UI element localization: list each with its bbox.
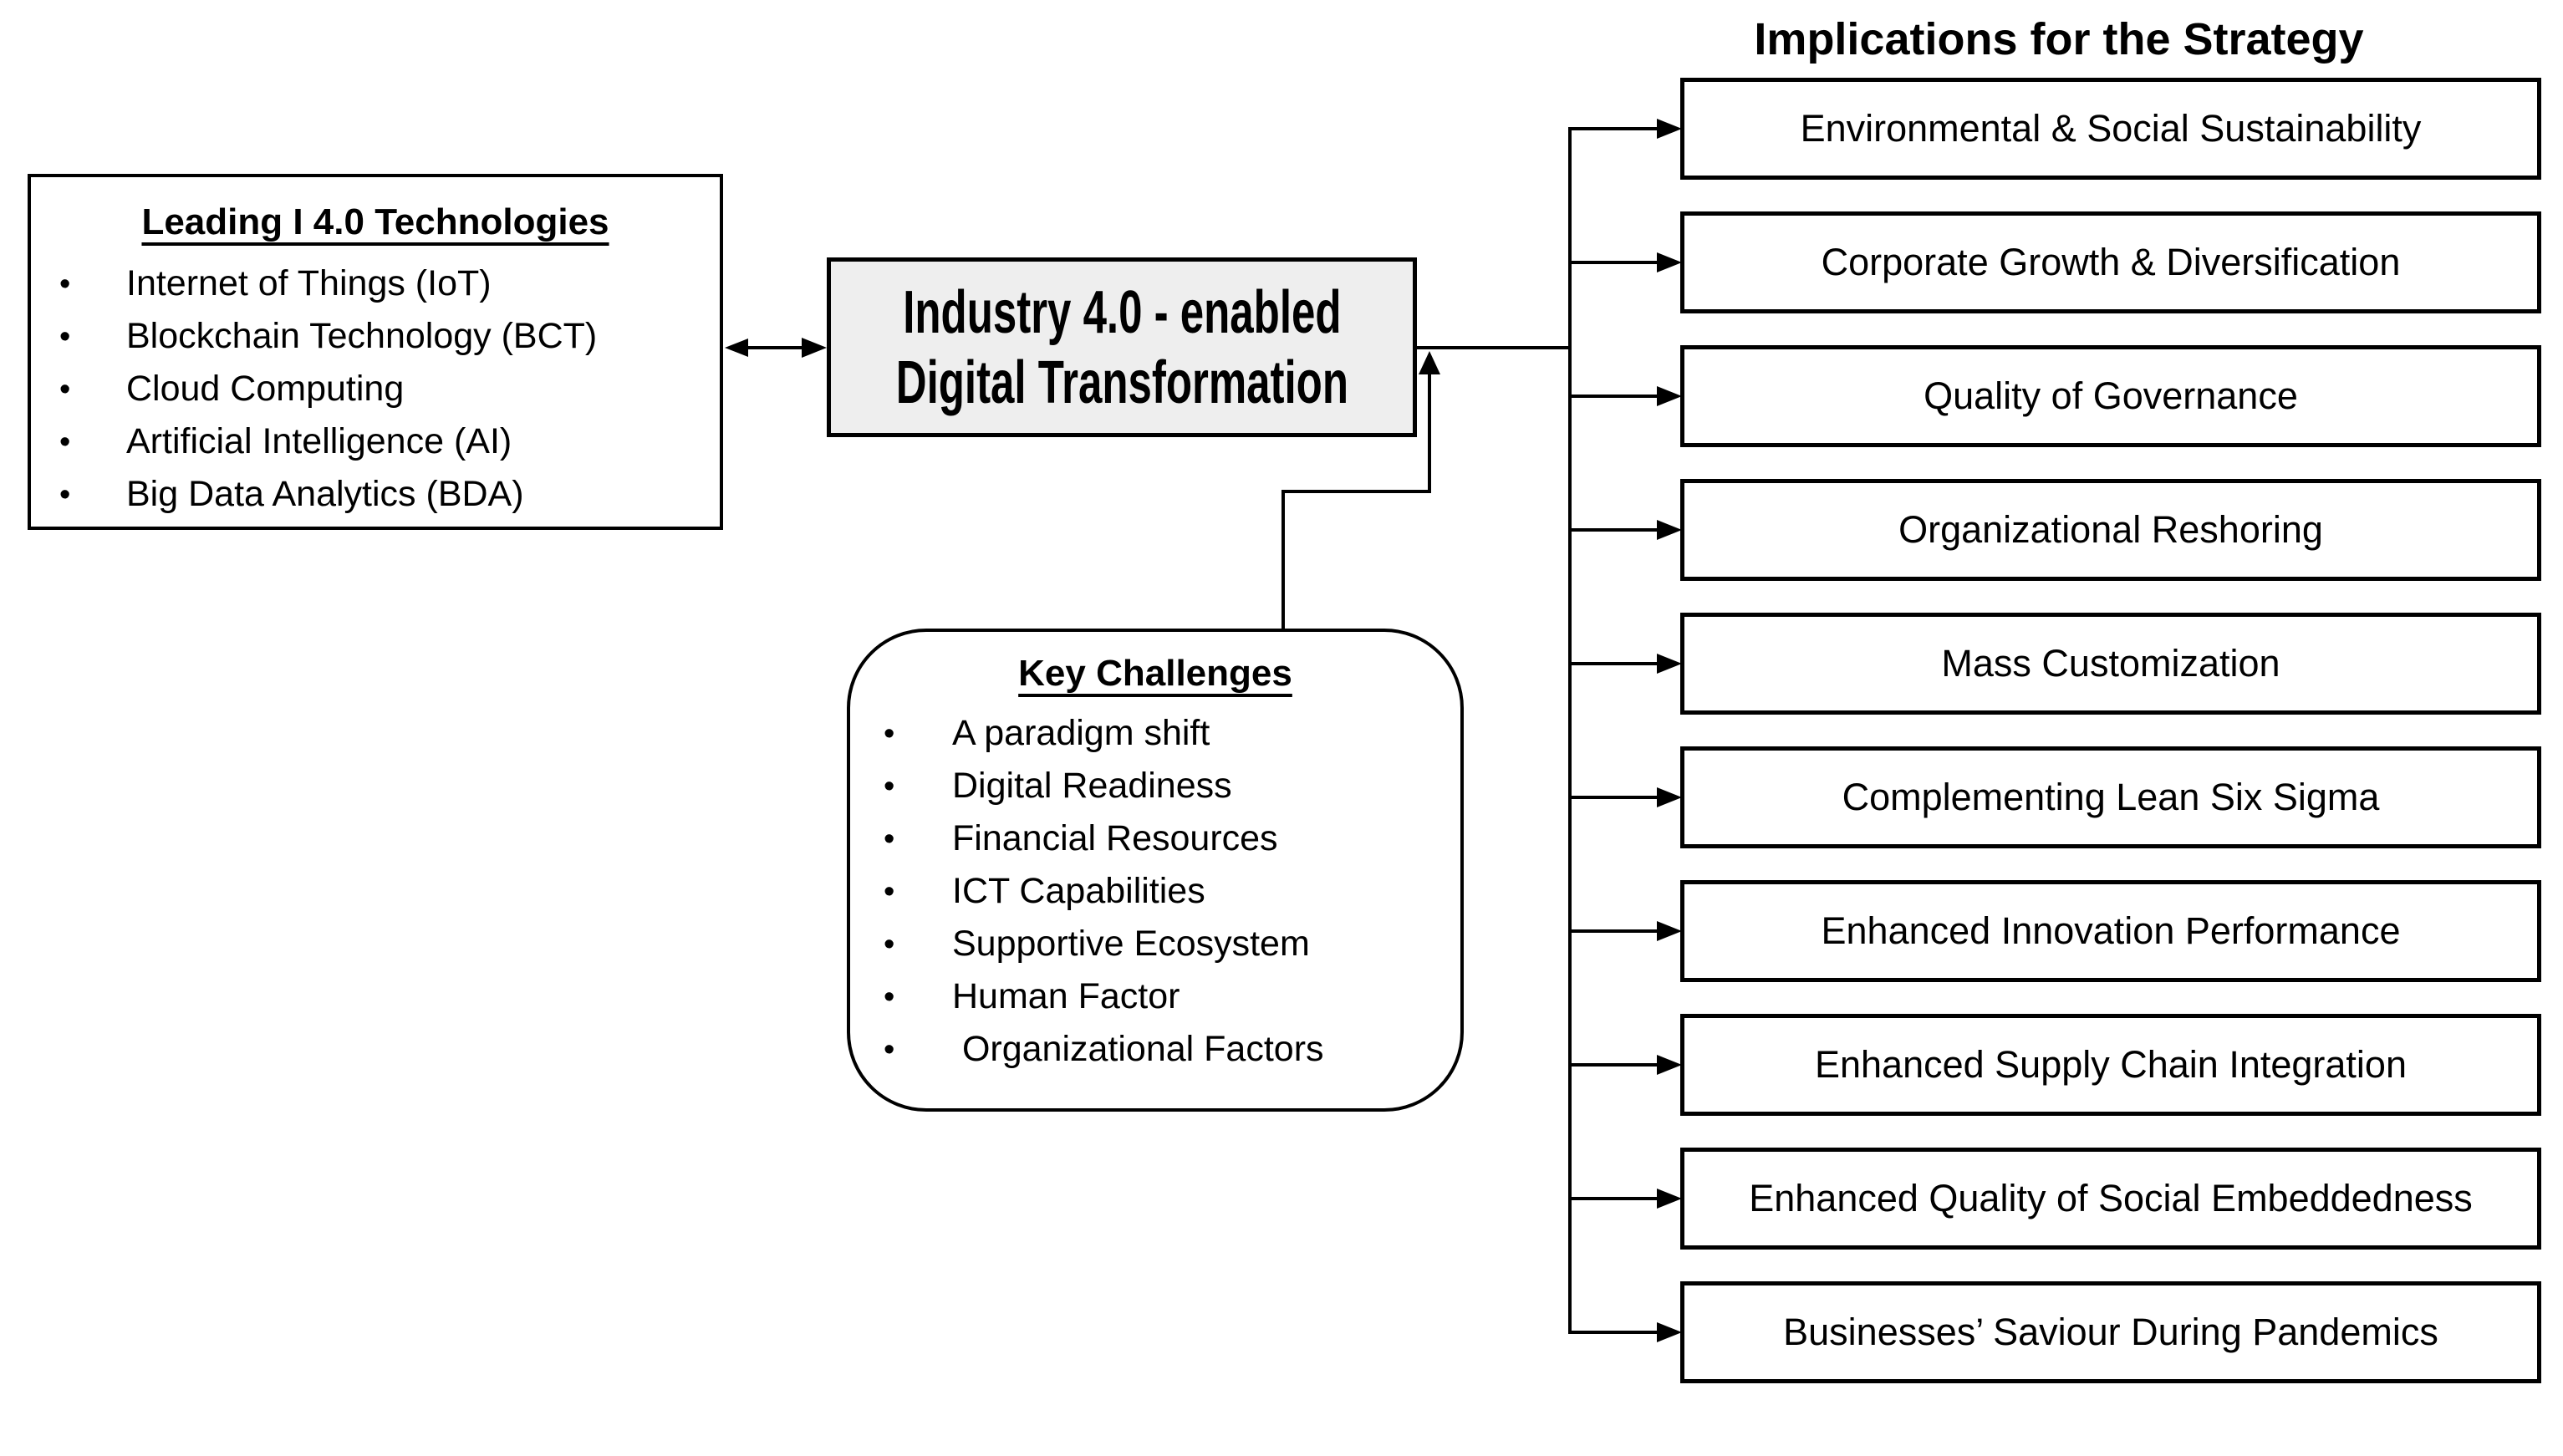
bullet-icon: • [884,821,895,857]
implication-box-quality-of-governance: Quality of Governance [1680,345,2541,447]
implication-label: Businesses’ Saviour During Pandemics [1783,1311,2438,1353]
technology-item: • Cloud Computing [31,363,720,415]
arrowhead-implication-8 [1657,1055,1682,1075]
challenge-item-label: Financial Resources [952,818,1278,858]
core-to-spine-line [1414,346,1568,349]
challenge-item-label: ICT Capabilities [952,871,1205,911]
technology-item: • Internet of Things (IoT) [31,257,720,310]
implication-box-enhanced-supply-chain-integration: Enhanced Supply Chain Integration [1680,1014,2541,1116]
technology-item: • Big Data Analytics (BDA) [31,468,720,521]
digital-transformation-box: Industry 4.0 - enabled Digital Transform… [827,257,1417,437]
branch-line-1 [1568,127,1660,130]
challenge-item: • Financial Resources [850,812,1460,865]
branch-line-6 [1568,796,1660,799]
implication-label: Complementing Lean Six Sigma [1842,776,2380,818]
bullet-icon: • [884,715,895,751]
challenge-item-label: Digital Readiness [952,766,1232,806]
challenge-item-label: A paradigm shift [952,713,1210,753]
technologies-title-text: Leading I 4.0 Technologies [141,201,609,242]
technology-item-label: Artificial Intelligence (AI) [126,421,512,461]
bullet-icon: • [884,768,895,804]
technologies-list: • Internet of Things (IoT) • Blockchain Te… [31,257,720,521]
branch-line-9 [1568,1197,1660,1200]
technology-item-label: Internet of Things (IoT) [126,263,492,303]
arrowhead-implication-4 [1657,520,1682,540]
bullet-icon: • [59,371,71,407]
challenge-item-label: Organizational Factors [952,1029,1324,1069]
branch-line-10 [1568,1331,1660,1334]
arrowhead-implication-1 [1657,119,1682,139]
arrowhead-implication-3 [1657,386,1682,406]
implication-box-environmental-social-sustainability: Environmental & Social Sustainability [1680,78,2541,180]
branch-line-8 [1568,1063,1660,1067]
branch-line-7 [1568,929,1660,933]
challenge-item: • ICT Capabilities [850,865,1460,918]
implication-label: Enhanced Quality of Social Embeddedness [1749,1177,2473,1219]
bullet-icon: • [884,979,895,1015]
implications-title: Implications for the Strategy [1754,14,2364,64]
implication-label: Corporate Growth & Diversification [1821,241,2401,283]
challenges-elbow-vertical-lower [1282,490,1285,632]
technology-item: • Artificial Intelligence (AI) [31,415,720,468]
implication-box-organizational-reshoring: Organizational Reshoring [1680,479,2541,581]
implication-label: Organizational Reshoring [1898,508,2323,551]
implication-box-enhanced-quality-social-embeddedness: Enhanced Quality of Social Embeddedness [1680,1148,2541,1250]
bullet-icon: • [884,873,895,909]
technology-item-label: Blockchain Technology (BCT) [126,316,598,356]
challenge-item-label: Supportive Ecosystem [952,924,1310,964]
implication-label: Mass Customization [1941,642,2280,685]
spine-line [1568,127,1572,1334]
technologies-box: Leading I 4.0 Technologies • Internet of … [28,174,723,530]
bullet-icon: • [59,318,71,354]
implication-box-corporate-growth-diversification: Corporate Growth & Diversification [1680,211,2541,313]
challenges-elbow-vertical-upper [1428,374,1431,493]
arrowhead-right-core [802,338,827,358]
technology-item-label: Cloud Computing [126,369,405,409]
implication-box-enhanced-innovation-performance: Enhanced Innovation Performance [1680,880,2541,982]
arrowhead-left-technologies [725,339,748,357]
technology-item: • Blockchain Technology (BCT) [31,310,720,363]
implication-box-businesses-saviour-pandemics: Businesses’ Saviour During Pandemics [1680,1281,2541,1383]
arrowhead-implication-10 [1657,1322,1682,1342]
key-challenges-list: • A paradigm shift • Digital Readiness • Fi… [850,707,1460,1076]
bullet-icon: • [59,266,71,302]
arrowhead-implication-2 [1657,252,1682,272]
key-challenges-title-text: Key Challenges [1018,653,1292,694]
challenge-item: • Supportive Ecosystem [850,918,1460,970]
core-title-line1: Industry 4.0 - enabled [902,277,1342,346]
arrowhead-implication-7 [1657,921,1682,941]
arrowhead-implication-6 [1657,787,1682,807]
bullet-icon: • [59,424,71,460]
branch-line-4 [1568,528,1660,532]
bullet-icon: • [884,926,895,962]
arrowhead-implication-5 [1657,654,1682,674]
challenge-item: • Digital Readiness [850,760,1460,812]
bullet-icon: • [59,476,71,512]
implication-label: Quality of Governance [1924,374,2298,417]
key-challenges-title: Key Challenges [850,652,1460,695]
arrowhead-up-challenges [1419,351,1440,374]
bullet-icon: • [884,1031,895,1067]
key-challenges-box: Key Challenges • A paradigm shift • Digita… [847,629,1464,1112]
core-title-line2: Digital Transformation [895,348,1348,416]
challenge-item: • Organizational Factors [850,1023,1460,1076]
technology-item-label: Big Data Analytics (BDA) [126,474,524,514]
challenge-item: • A paradigm shift [850,707,1460,760]
branch-line-2 [1568,261,1660,264]
arrowhead-implication-9 [1657,1189,1682,1209]
double-arrow-line [745,346,806,349]
digital-transformation-label: Industry 4.0 - enabled Digital Transform… [895,277,1348,418]
implication-box-mass-customization: Mass Customization [1680,613,2541,715]
technologies-title: Leading I 4.0 Technologies [31,201,720,244]
implication-label: Environmental & Social Sustainability [1800,107,2422,150]
challenge-item-label: Human Factor [952,976,1180,1016]
implication-label: Enhanced Supply Chain Integration [1814,1043,2407,1086]
branch-line-3 [1568,395,1660,398]
challenges-elbow-horizontal [1282,490,1431,493]
challenge-item: • Human Factor [850,970,1460,1023]
implication-label: Enhanced Innovation Performance [1821,909,2401,952]
branch-line-5 [1568,662,1660,665]
implication-box-complementing-lean-six-sigma: Complementing Lean Six Sigma [1680,746,2541,848]
